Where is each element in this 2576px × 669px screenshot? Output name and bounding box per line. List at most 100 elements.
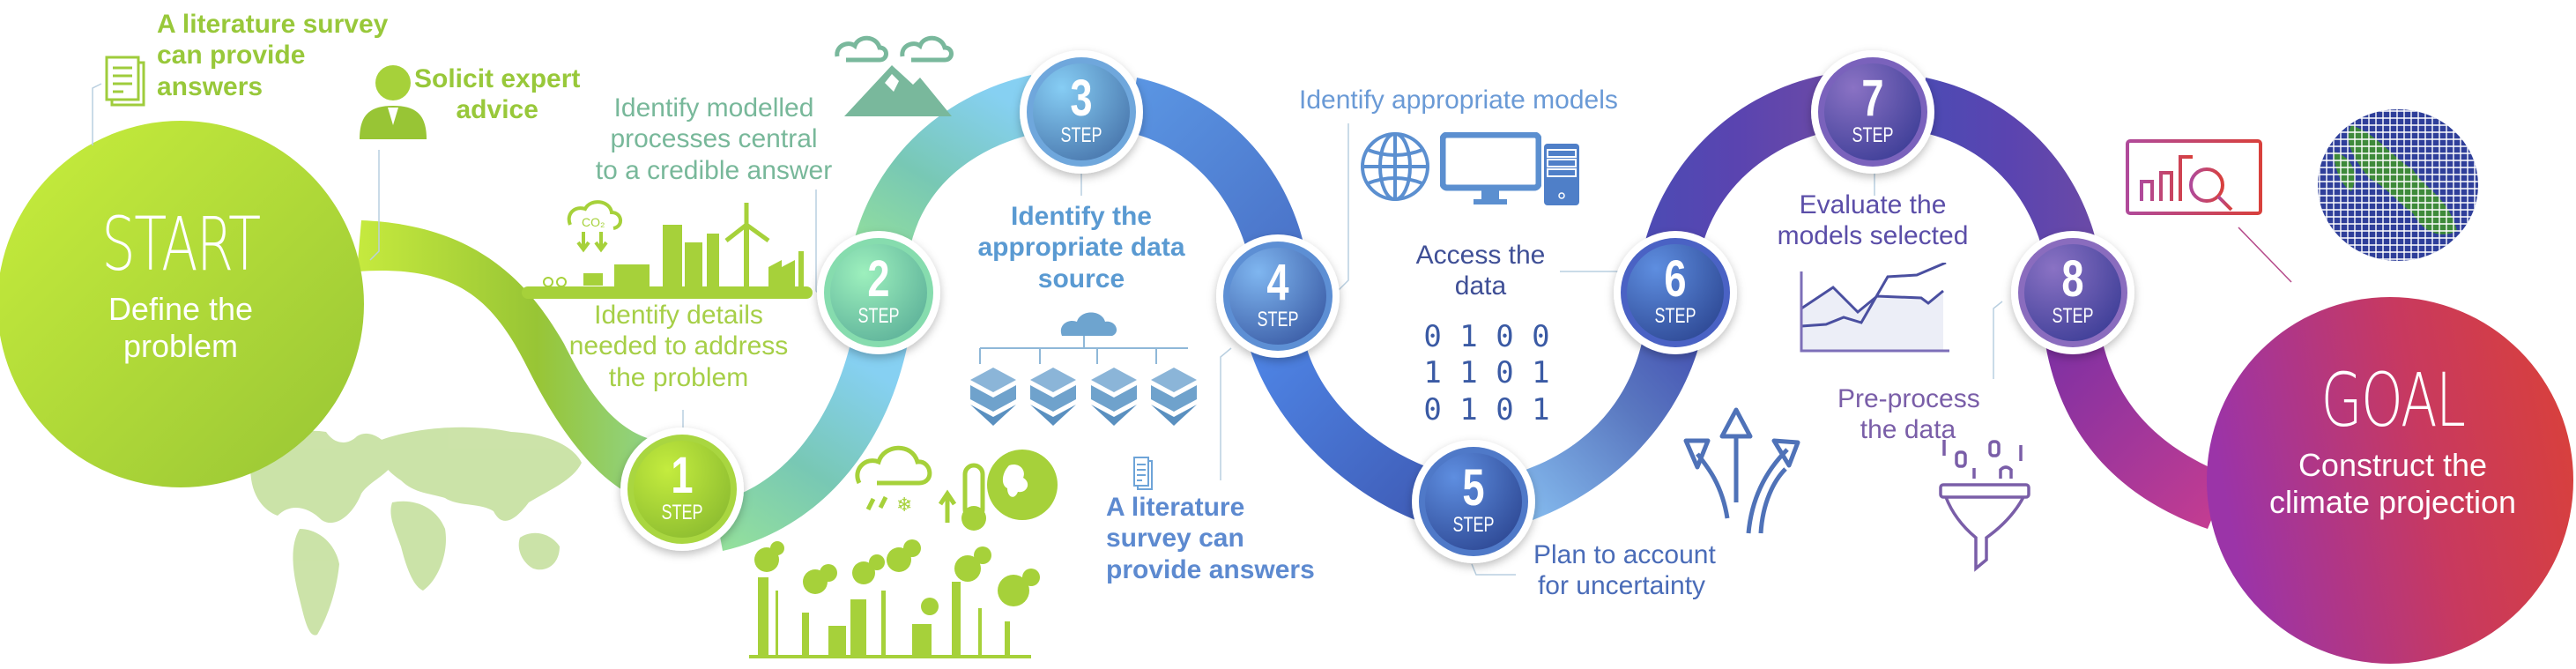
step-6-label-line-2: data	[1454, 271, 1507, 301]
step-word: STEP	[2052, 304, 2094, 328]
ribbon-step2-to-step3	[850, 75, 1040, 260]
step-3-label-line-2: appropriate data	[977, 233, 1185, 263]
step-7-badge	[1811, 50, 1934, 174]
step-1-label-line-1: Identify details	[594, 301, 763, 330]
step-1-badge	[620, 427, 744, 551]
start-subtitle-line-1: Define the	[108, 291, 254, 327]
step-8-badge	[2011, 231, 2134, 354]
expert-advice-label: Solicit expert advice	[414, 63, 580, 126]
literature-survey-top-line-2: can provide	[157, 41, 306, 71]
document-icon	[1133, 457, 1153, 490]
step-word: STEP	[1852, 123, 1894, 147]
monitor-icon	[1440, 132, 1541, 204]
start-title: START	[101, 201, 261, 287]
step-badge-core	[830, 244, 927, 341]
step-word: STEP	[857, 304, 900, 328]
step-badge-core	[2024, 244, 2121, 341]
step-4-badge	[1216, 234, 1340, 358]
ribbon-step1-to-step2	[714, 344, 908, 551]
database-icon	[1090, 368, 1137, 426]
step-badge-core	[1824, 63, 1921, 160]
step-4-label: Identify appropriate models	[1299, 85, 1618, 115]
binary-row-1: 0 1 0 0	[1423, 319, 1550, 354]
step-6-label-line-1: Access the	[1415, 241, 1546, 270]
ribbon-step6-to-step7	[1644, 75, 1833, 251]
green-city-icon: CO₂	[522, 200, 813, 299]
literature-survey-bottom-label: A literature survey can provide answers	[1106, 492, 1315, 585]
start-subtitle-line-2: problem	[122, 328, 239, 364]
step-badge-core	[1033, 63, 1130, 160]
binary-data-block: 0 1 0 0 1 1 0 1 0 1 0 1	[1421, 319, 1553, 428]
server-icon	[1544, 144, 1579, 205]
step-7-label: Evaluate the models selected	[1763, 190, 1983, 252]
step-number: 2	[867, 250, 890, 308]
goal-subtitle-line-1: Construct the	[2298, 447, 2488, 483]
step-3-label-line-3: source	[1037, 264, 1125, 294]
ribbon-step4-to-step5	[1247, 339, 1428, 524]
step-number: 6	[1664, 250, 1687, 308]
start-label-group: START Define the problem	[53, 201, 308, 365]
goal-title: GOAL	[2320, 357, 2466, 443]
gridded-earth-icon	[2318, 109, 2478, 261]
step-badge-core	[634, 441, 731, 538]
step-4-label-line-1: Identify appropriate models	[1299, 85, 1618, 115]
step-7-label-line-1: Evaluate the	[1799, 190, 1947, 219]
step-number: 4	[1266, 254, 1289, 311]
ribbon-start-to-step1	[357, 220, 657, 502]
step-badge-core	[1229, 248, 1326, 345]
step-3-label-line-1: Identify the	[1010, 202, 1152, 231]
step-5-badge	[1412, 440, 1535, 563]
line-chart-icon	[1800, 263, 1949, 353]
svg-text:CO₂: CO₂	[582, 215, 605, 229]
database-icon	[1030, 368, 1077, 426]
step-1-label-line-3: the problem	[608, 362, 749, 392]
step-5-label: Plan to account for uncertainty	[1533, 539, 1716, 602]
ribbon-step7-to-step8	[1921, 78, 2097, 251]
step-badge-core	[1627, 244, 1724, 341]
step-2-label-line-3: to a credible answer	[595, 155, 833, 185]
factory-smoke-icon	[749, 539, 1040, 658]
step-7-label-line-2: models selected	[1777, 221, 1969, 251]
expert-advice-line-2: advice	[456, 95, 538, 125]
database-icon	[970, 368, 1016, 426]
step-1-label-line-2: needed to address	[568, 331, 789, 361]
step-3-badge	[1020, 50, 1143, 174]
step-5-label-line-2: for uncertainty	[1537, 571, 1706, 601]
step-number: 8	[2061, 250, 2084, 308]
literature-survey-bottom-line-2: survey can	[1106, 524, 1244, 554]
step-word: STEP	[661, 501, 703, 524]
step-number: 5	[1462, 459, 1485, 517]
step-6-badge	[1614, 231, 1737, 354]
step-2-label-line-1: Identify modelled	[613, 93, 814, 123]
step-2-badge	[817, 231, 940, 354]
literature-survey-bottom-line-1: A literature	[1106, 493, 1245, 522]
step-2-label: Identify modelled processes central to a…	[573, 93, 855, 186]
goal-subtitle-line-2: climate projection	[2268, 484, 2517, 520]
mountain-snow-cloud-icon	[835, 35, 954, 116]
step-3-label: Identify the appropriate data source	[958, 201, 1205, 294]
step-badge-core	[1425, 453, 1522, 550]
globe-icon	[1361, 132, 1429, 201]
step-8-label-line-2: the data	[1860, 415, 1956, 445]
step-6-label: Access the data	[1392, 240, 1569, 302]
weather-thermometer-globe-icon: ❄	[855, 445, 1058, 531]
world-map-icon	[250, 427, 582, 636]
database-group	[969, 366, 1199, 432]
start-circle	[0, 121, 364, 487]
step-number: 7	[1861, 70, 1884, 127]
literature-survey-top-line-3: answers	[157, 71, 264, 101]
binary-row-3: 0 1 0 1	[1423, 391, 1550, 427]
ribbon-step3-to-step4	[1128, 78, 1304, 251]
step-word: STEP	[1257, 308, 1299, 331]
literature-survey-top-line-1: A literature survey	[157, 10, 389, 39]
step-5-label-line-1: Plan to account	[1533, 540, 1716, 569]
cloud-network-icon	[979, 312, 1188, 364]
